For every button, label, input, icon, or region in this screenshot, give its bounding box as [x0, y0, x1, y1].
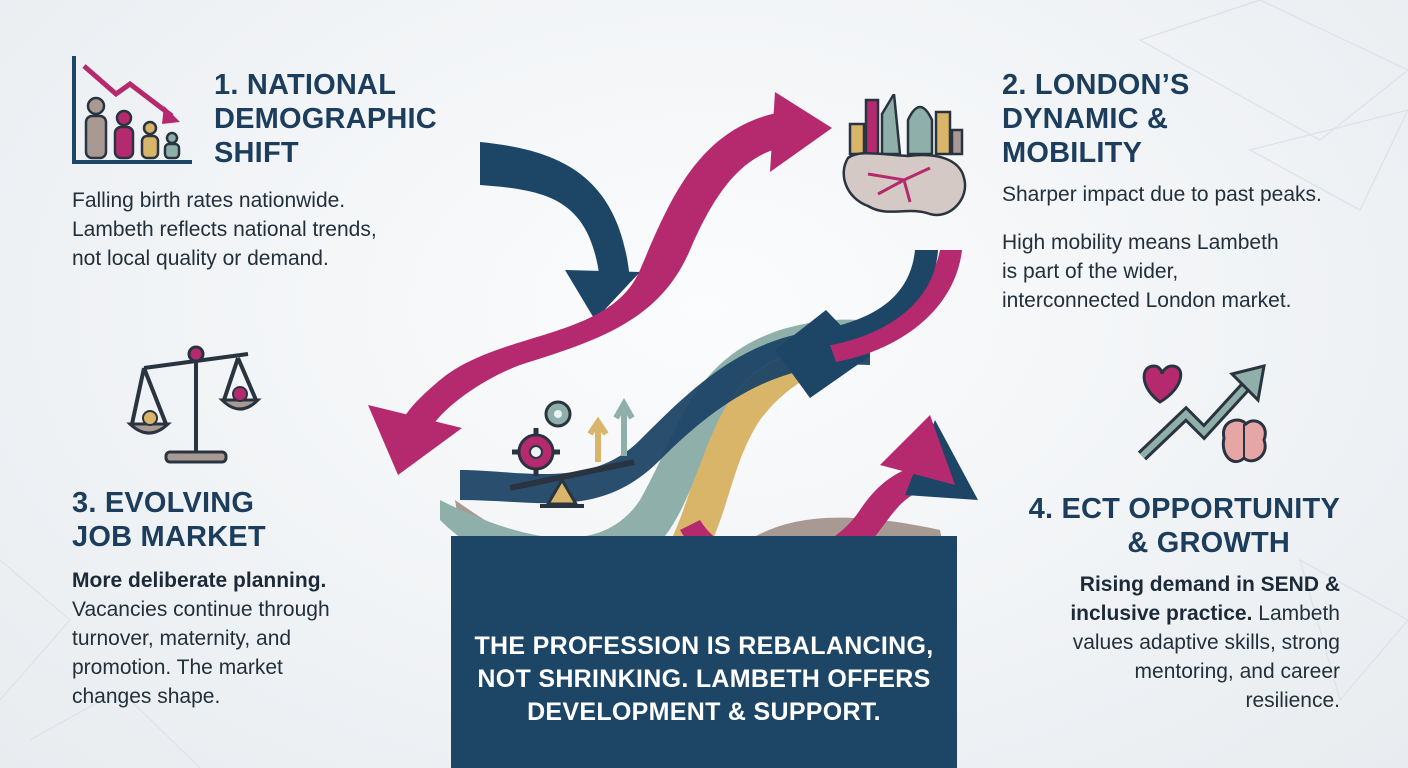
navy-right-stroke [820, 250, 938, 346]
section-3-body: More deliberate planning. Vacancies cont… [72, 569, 330, 708]
section-4-heading: 4. ECT OPPORTUNITY & GROWTH [1028, 493, 1340, 559]
section-1-heading: 1. NATIONAL DEMOGRAPHIC SHIFT [214, 69, 437, 169]
gears-seesaw-arrows-icon [509, 397, 635, 508]
magenta-arrow-head-top [770, 92, 832, 172]
balance-scale-icon [126, 345, 262, 464]
section-2-heading: 2. LONDON’S DYNAMIC & MOBILITY [1002, 69, 1190, 169]
section-1-body: Falling birth rates nationwide. Lambeth … [72, 189, 377, 270]
conclusion-text: THE PROFESSION IS REBALANCING, NOT SHRIN… [474, 632, 934, 726]
conclusion-banner [451, 536, 957, 768]
section-2-body: Sharper impact due to past peaks. [1002, 183, 1322, 206]
navy-s-curve [460, 328, 870, 504]
growth-heart-brain-icon [1137, 363, 1267, 464]
magenta-s-curve [400, 110, 795, 430]
navy-down-arrow [480, 142, 630, 280]
london-skyline-map-icon [842, 94, 967, 217]
navy-down-arrow-head [565, 270, 640, 320]
section-3-heading: 3. EVOLVING JOB MARKET [72, 487, 266, 553]
magenta-up-arrow-head [880, 415, 955, 485]
section-2-body-2: High mobility means Lambeth is part of t… [1002, 231, 1292, 312]
section-4-body: Rising demand in SEND & inclusive practi… [1070, 573, 1340, 712]
declining-population-chart-icon [72, 56, 192, 164]
magenta-arrow-head-left [368, 405, 462, 475]
